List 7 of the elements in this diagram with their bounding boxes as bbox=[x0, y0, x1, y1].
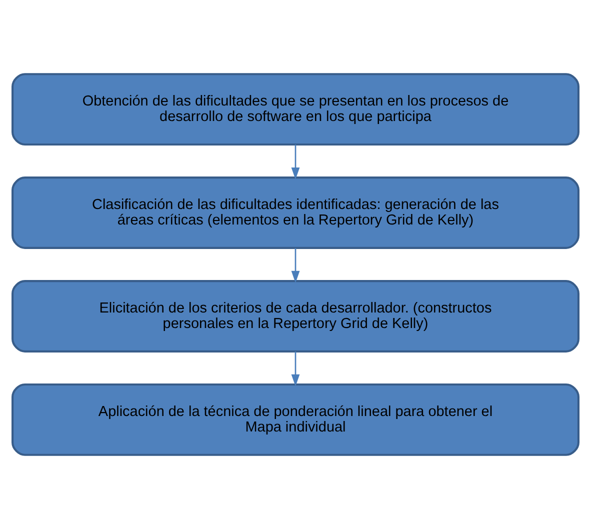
node-box: Clasificación de las dificultades identificadas: generación de las áreas críticas (elementos en la Repertory Grid de Kelly) bbox=[12, 176, 580, 249]
arrow bbox=[291, 144, 300, 180]
arrow bbox=[291, 248, 300, 283]
node-box: Aplicación de la técnica de ponderación lineal para obtener el Mapa individual bbox=[12, 383, 580, 456]
node-box: Elicitación de los criterios de cada desarrollador. (constructos personales en la Repertory Grid de Kelly) bbox=[12, 280, 580, 352]
node-box: Obtención de las dificultades que se presentan en los procesos de desarrollo de software en los que participa bbox=[12, 73, 580, 146]
arrow bbox=[291, 352, 300, 386]
